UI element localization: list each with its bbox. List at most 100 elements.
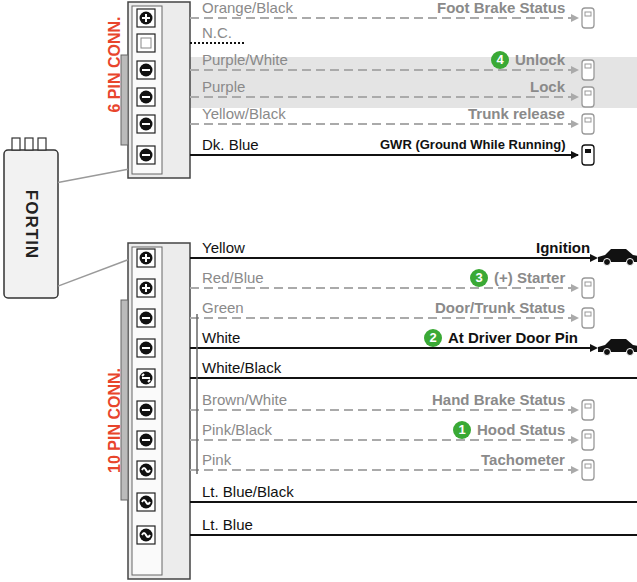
signal-name: Hood Status — [477, 421, 565, 438]
wire — [190, 469, 578, 471]
arrow-head — [571, 120, 579, 128]
pin-mark — [145, 14, 147, 22]
wire-name: Purple/White — [202, 51, 288, 68]
remote-button — [585, 282, 591, 286]
signal-name: Foot Brake Status — [437, 0, 565, 16]
signal-name: Lock — [530, 78, 565, 95]
pin-symbol — [140, 342, 153, 355]
pin-terminal — [137, 115, 155, 133]
wire — [190, 154, 578, 156]
signal-name: Hand Brake Status — [432, 391, 565, 408]
remote-button — [585, 91, 591, 95]
remote-icon — [582, 87, 594, 107]
signal-name: Ignition — [536, 239, 590, 256]
arrow-head — [571, 151, 579, 159]
pin-mark — [142, 439, 150, 441]
wire-name: Orange/Black — [202, 0, 293, 16]
arrow-head — [571, 436, 579, 444]
pin-terminal — [137, 249, 155, 267]
car-wheel — [627, 259, 634, 266]
pin-terminal — [137, 309, 155, 327]
pin-symbol — [140, 464, 153, 477]
wire — [190, 377, 637, 379]
pin-mark — [142, 123, 150, 125]
remote-icon — [582, 278, 594, 298]
pin-mark — [142, 154, 150, 156]
wire — [190, 257, 596, 259]
module-plug — [38, 138, 46, 150]
brand-logo: FORTIN — [23, 189, 40, 258]
remote-icon — [582, 460, 594, 480]
module-box: FORTIN — [4, 150, 58, 298]
remote-button — [585, 12, 591, 16]
wire — [190, 96, 578, 98]
connector-title: 10 PIN CONN. — [105, 368, 122, 473]
wire-name: Purple — [202, 78, 245, 95]
pin-symbol — [140, 434, 153, 447]
pin-symbol — [140, 282, 153, 295]
pin-terminal — [137, 34, 155, 52]
wire — [190, 17, 578, 19]
arrow-head — [571, 66, 579, 74]
arrow-head — [571, 284, 579, 292]
wire — [190, 439, 578, 441]
wire-name: Pink — [202, 451, 231, 468]
pin-symbol — [140, 496, 153, 509]
connector-housing — [128, 2, 190, 178]
pin-mark — [142, 500, 150, 504]
wire-name: Green — [202, 299, 244, 316]
signal-name: Door/Trunk Status — [435, 299, 565, 316]
wire-name: Pink/Black — [202, 421, 272, 438]
pin-mark — [142, 69, 150, 71]
signal-name: Tachometer — [481, 451, 565, 468]
pin-mark — [142, 409, 150, 411]
wire-name: Brown/White — [202, 391, 287, 408]
remote-icon — [582, 400, 594, 420]
connector-title: 6 PIN CONN. — [106, 16, 123, 112]
pin-mark — [142, 468, 150, 472]
remote-icon — [582, 114, 594, 134]
pin-mark — [142, 347, 150, 349]
car-wheel — [627, 349, 634, 356]
pin-terminal — [137, 339, 155, 357]
pin-symbol — [140, 252, 153, 265]
bracket — [196, 314, 198, 474]
pin-terminal — [137, 401, 155, 419]
wire-name: Red/Blue — [202, 269, 264, 286]
wire — [190, 347, 596, 349]
pin-symbol — [140, 529, 153, 542]
connector-housing — [128, 243, 190, 579]
pin-symbol — [140, 149, 153, 162]
pin-mark — [142, 96, 150, 98]
remote-button — [585, 64, 591, 68]
module-plug — [12, 138, 20, 150]
remote-icon — [582, 308, 594, 328]
arrow-head — [571, 93, 579, 101]
remote-button — [585, 312, 591, 316]
wire-name: Yellow — [202, 239, 245, 256]
arrow-head — [571, 406, 579, 414]
remote-button — [585, 118, 591, 122]
remote-button — [585, 434, 591, 438]
pin-mark — [142, 317, 150, 319]
callout-number: 2 — [424, 329, 442, 347]
pin-terminal — [137, 88, 155, 106]
remote-icon — [582, 60, 594, 80]
arrow-head — [590, 344, 598, 352]
wire — [190, 69, 578, 71]
wire-name: White/Black — [202, 359, 281, 376]
wire — [190, 317, 578, 319]
wire — [190, 123, 578, 125]
pin-mark — [145, 284, 147, 292]
pin-symbol — [140, 64, 153, 77]
remote-icon — [582, 8, 594, 28]
callout-number: 3 — [470, 269, 488, 287]
empty-pin — [141, 38, 151, 48]
pin-symbol — [140, 118, 153, 131]
no-connect-label: N.C. — [202, 24, 232, 41]
pin-terminal — [137, 146, 155, 164]
arrow-head — [571, 14, 579, 22]
wire — [190, 534, 637, 536]
remote-button — [585, 464, 591, 468]
wire — [190, 287, 578, 289]
